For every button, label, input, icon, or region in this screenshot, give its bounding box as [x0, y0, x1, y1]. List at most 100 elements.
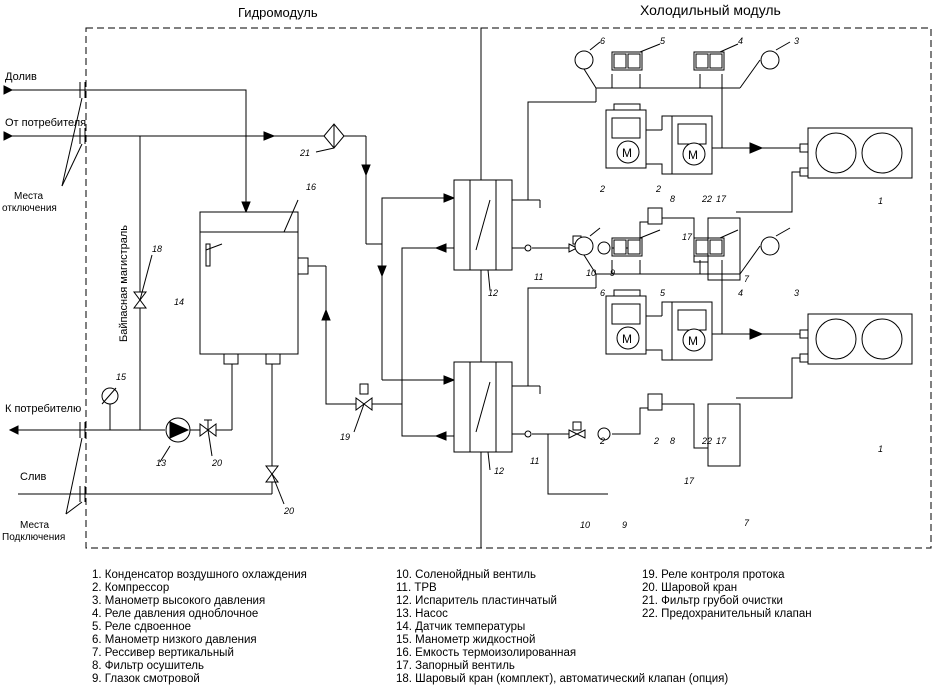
legend-item-7: 7. Рессивер вертикальный	[92, 647, 234, 659]
callout-3: 3	[794, 36, 799, 46]
legend-item-11: 11. ТРВ	[396, 582, 437, 594]
callout-17a: 17	[716, 194, 727, 204]
callout-2a: 2	[599, 184, 605, 194]
callout-6-low: 6	[600, 288, 605, 298]
callout-1-low: 1	[878, 444, 883, 454]
ball-valves	[199, 419, 285, 505]
callout-17b: 17	[682, 232, 693, 242]
disconnect-label-1: Места	[14, 191, 43, 202]
callout-4: 4	[738, 36, 743, 46]
callout-19: 19	[340, 432, 350, 442]
callout-16: 16	[306, 182, 316, 192]
motor-label-4: M	[688, 334, 698, 348]
callout-2c: 2	[599, 436, 605, 446]
return-flow-arrow	[263, 131, 276, 141]
legend-item-16: 16. Емкость термоизолированная	[396, 647, 576, 659]
from-consumer-label: От потребителя	[5, 117, 86, 129]
return-arrow	[3, 131, 14, 141]
flow-relay	[353, 383, 373, 433]
hydromodule-title: Гидромодуль	[238, 5, 318, 20]
callout-17d: 17	[684, 476, 695, 486]
callout-12: 12	[488, 288, 498, 298]
legend-item-3: 3. Манометр высокого давления	[92, 595, 265, 607]
callout-10-low: 10	[580, 520, 590, 530]
pump	[159, 417, 191, 463]
legend-item-18: 18. Шаровый кран (комплект), автоматичес…	[396, 673, 728, 685]
connect-label-1: Места	[20, 520, 49, 531]
callout-8-low: 8	[670, 436, 675, 446]
callout-10: 10	[586, 268, 596, 278]
external-lines	[3, 82, 324, 515]
callout-9-low: 9	[622, 520, 627, 530]
callout-22-low: 22	[701, 436, 712, 446]
motor-labels: M M M M	[622, 146, 698, 348]
legend-item-10: 10. Соленойдный вентиль	[396, 569, 536, 581]
callout-11-low: 11	[530, 456, 539, 466]
callout-18: 18	[152, 244, 162, 254]
callout-20a: 20	[211, 458, 222, 468]
motor-label-2: M	[688, 148, 698, 162]
connect-label-2: Подключения	[2, 532, 65, 543]
motor-label-3: M	[622, 332, 632, 346]
callout-11: 11	[534, 272, 543, 282]
callout-8: 8	[670, 194, 675, 204]
callout-7: 7	[744, 274, 750, 284]
callout-15: 15	[116, 372, 127, 382]
callout-21: 21	[299, 148, 310, 158]
legend-item-22: 22. Предохранительный клапан	[642, 608, 812, 620]
legend-item-14: 14. Датчик температуры	[396, 621, 525, 633]
doliv-down-arrow	[241, 201, 251, 214]
legend-item-13: 13. Насос	[396, 608, 448, 620]
callout-20b: 20	[283, 506, 294, 516]
to-consumer-label: К потребителю	[5, 403, 81, 415]
callout-5: 5	[660, 36, 666, 46]
legend-item-9: 9. Глазок смотровой	[92, 673, 200, 685]
callout-14: 14	[174, 297, 184, 307]
bypass-label: Байпасная магистраль	[118, 225, 130, 342]
callout-1: 1	[878, 196, 883, 206]
legend-item-8: 8. Фильтр осушитель	[92, 660, 204, 672]
callout-9: 9	[610, 268, 615, 278]
callout-2d: 2	[653, 436, 659, 446]
legend-item-2: 2. Компрессор	[92, 582, 169, 594]
callout-4-low: 4	[738, 288, 743, 298]
legend-item-4: 4. Реле давления одноблочное	[92, 608, 258, 620]
legend-item-5: 5. Реле сдвоенное	[92, 621, 191, 633]
callout-7-low: 7	[744, 518, 750, 528]
doliv-label: Долив	[5, 71, 37, 83]
callout-6: 6	[600, 36, 605, 46]
supply-arrow	[8, 425, 19, 435]
water-distribution	[321, 175, 456, 441]
evaporators	[453, 179, 513, 471]
legend-item-6: 6. Манометр низкого давления	[92, 634, 257, 646]
coarse-filter	[315, 123, 371, 177]
callout-22: 22	[701, 194, 712, 204]
bypass-valve	[133, 254, 153, 309]
legend-item-20: 20. Шаровой кран	[642, 582, 737, 594]
callout-3-low: 3	[794, 288, 799, 298]
legend-item-12: 12. Испаритель пластинчатый	[396, 595, 557, 607]
callouts: 6 5 4 3 2 2 1 8 22 17 17 7 10 9 11 12 6 …	[116, 36, 883, 530]
legend-item-21: 21. Фильтр грубой очистки	[642, 595, 783, 607]
legend-item-1: 1. Конденсатор воздушного охлаждения	[92, 569, 307, 581]
legend-item-17: 17. Запорный вентиль	[396, 660, 515, 672]
callout-5-low: 5	[660, 288, 666, 298]
callout-2b: 2	[655, 184, 661, 194]
legend-item-15: 15. Манометр жидкостной	[396, 634, 535, 646]
doliv-arrow	[3, 85, 14, 95]
motor-label-1: M	[622, 146, 632, 160]
temperature-sensor	[205, 243, 211, 267]
cold-module-title: Холодильный модуль	[640, 2, 781, 18]
callout-12-low: 12	[494, 466, 504, 476]
legend: 1. Конденсатор воздушного охлаждения 2. …	[92, 569, 812, 685]
disconnect-label-2: отключения	[2, 203, 57, 214]
callout-17c: 17	[716, 436, 727, 446]
module-frames	[85, 27, 932, 549]
callout-13: 13	[156, 458, 166, 468]
circuit-lower-extra	[547, 434, 608, 495]
tank	[199, 199, 326, 365]
drain-label: Слив	[20, 471, 47, 483]
legend-item-19: 19. Реле контроля протока	[642, 569, 785, 581]
